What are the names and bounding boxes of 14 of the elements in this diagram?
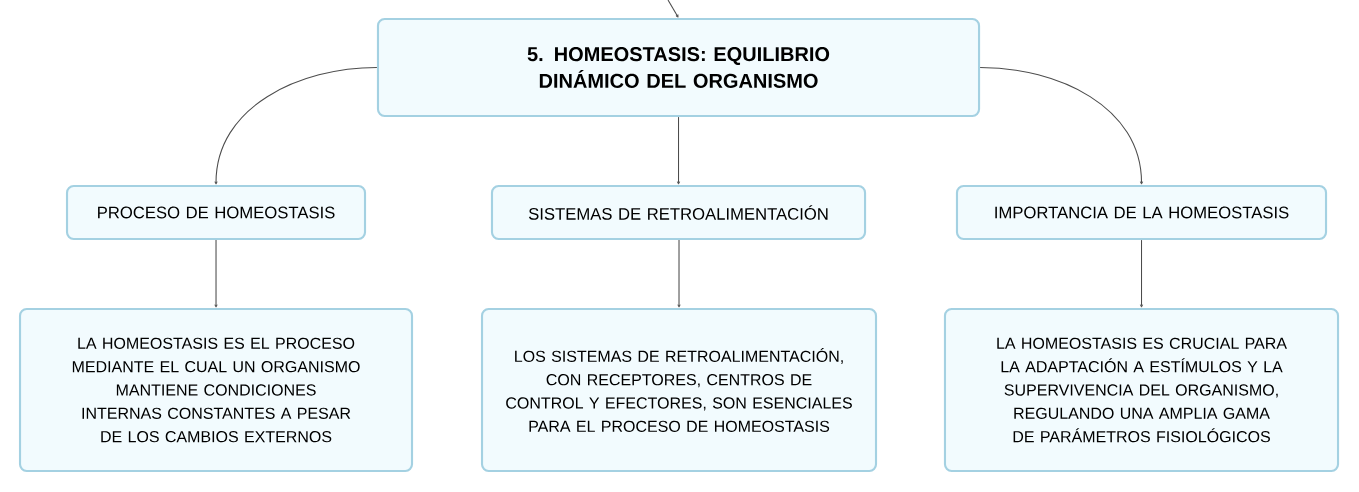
- topic-box: PROCESO DE HOMEOSTASIS: [65, 184, 367, 241]
- arrow: [677, 116, 680, 185]
- topic-box: IMPORTANCIA DE LA HOMEOSTASIS: [955, 184, 1328, 241]
- arrow: [214, 66, 378, 185]
- arrow: [214, 239, 218, 308]
- description-box: LA HOMEOSTASIS ES CRUCIAL PARA LA ADAPTACIÓN A ESTÍMULOS Y LA SUPERVIVENCIA DEL ORGANISMO, REGULANDO UNA AMPLIA GAMA DE PARÁMETROS FISIOLÓGICOS: [943, 307, 1340, 473]
- title-box: 5. HOMEOSTASIS: EQUILIBRIO DINÁMICO DEL ORGANISMO: [376, 17, 981, 118]
- topic-box: SISTEMAS DE RETROALIMENTACIÓN: [490, 184, 867, 241]
- arrow: [677, 239, 681, 308]
- arrow: [1140, 239, 1143, 308]
- arrow: [667, 0, 679, 18]
- description-box: LOS SISTEMAS DE RETROALIMENTACIÓN, CON RECEPTORES, CENTROS DE CONTROL Y EFECTORES, SON ESENCIALES PARA EL PROCESO DE HOMEOSTASIS: [480, 307, 878, 473]
- arrow: [979, 66, 1143, 185]
- description-box: LA HOMEOSTASIS ES EL PROCESO MEDIANTE EL CUAL UN ORGANISMO MANTIENE CONDICIONES INTERNAS CONSTANTES A PESAR DE LOS CAMBIOS EXTERNOS: [18, 307, 414, 473]
